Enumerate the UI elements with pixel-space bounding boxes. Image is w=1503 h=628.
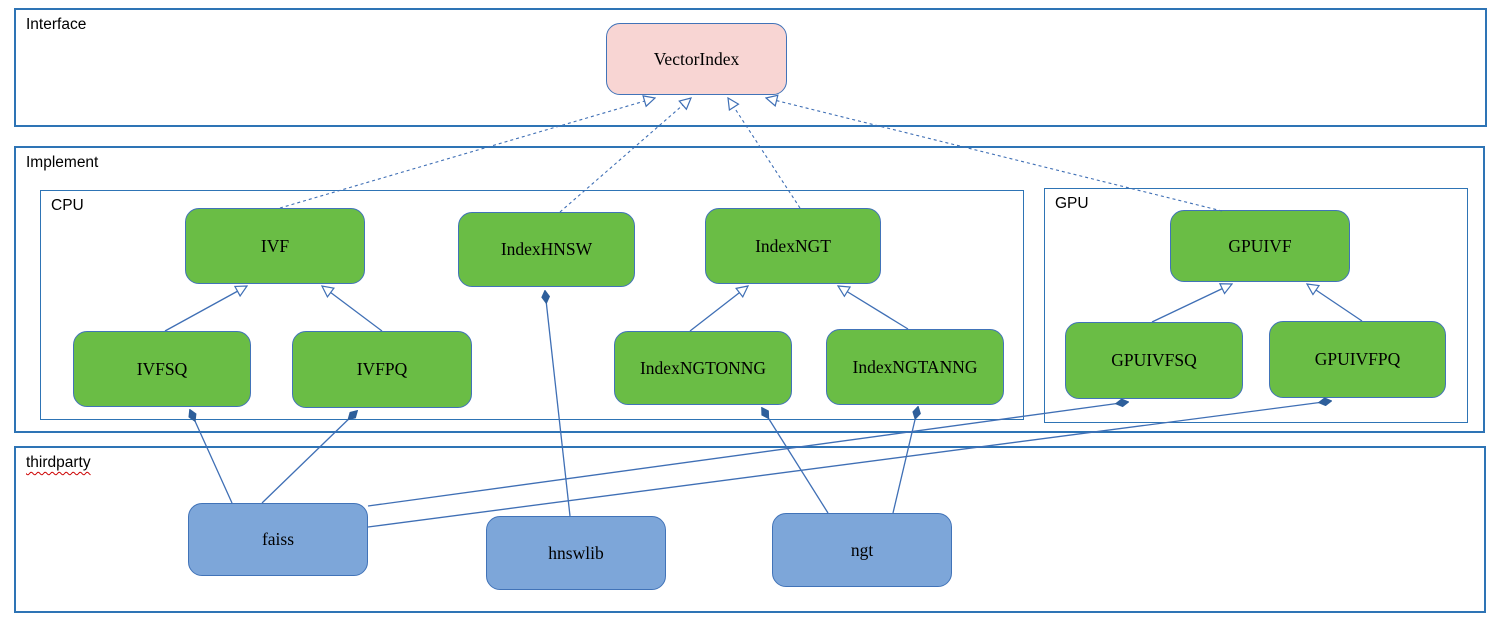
node-indexngt[interactable]: IndexNGT [705,208,881,284]
node-vectorindex[interactable]: VectorIndex [606,23,787,95]
node-gpuivfpq[interactable]: GPUIVFPQ [1269,321,1446,398]
node-faiss[interactable]: faiss [188,503,368,576]
node-ivfpq[interactable]: IVFPQ [292,331,472,408]
node-ngt[interactable]: ngt [772,513,952,587]
node-ivfsq[interactable]: IVFSQ [73,331,251,407]
node-indexngtonng[interactable]: IndexNGTONNG [614,331,792,405]
node-indexhnsw[interactable]: IndexHNSW [458,212,635,287]
interface-group-label: Interface [26,16,87,33]
node-gpuivf[interactable]: GPUIVF [1170,210,1350,282]
implement-group-label: Implement [26,154,99,171]
node-ivf[interactable]: IVF [185,208,365,284]
thirdparty-group-label: thirdparty [26,454,91,471]
node-gpuivfsq[interactable]: GPUIVFSQ [1065,322,1243,399]
node-hnswlib[interactable]: hnswlib [486,516,666,590]
gpu-group-label: GPU [1055,195,1089,212]
cpu-group-label: CPU [51,197,84,214]
node-indexngtanng[interactable]: IndexNGTANNG [826,329,1004,405]
